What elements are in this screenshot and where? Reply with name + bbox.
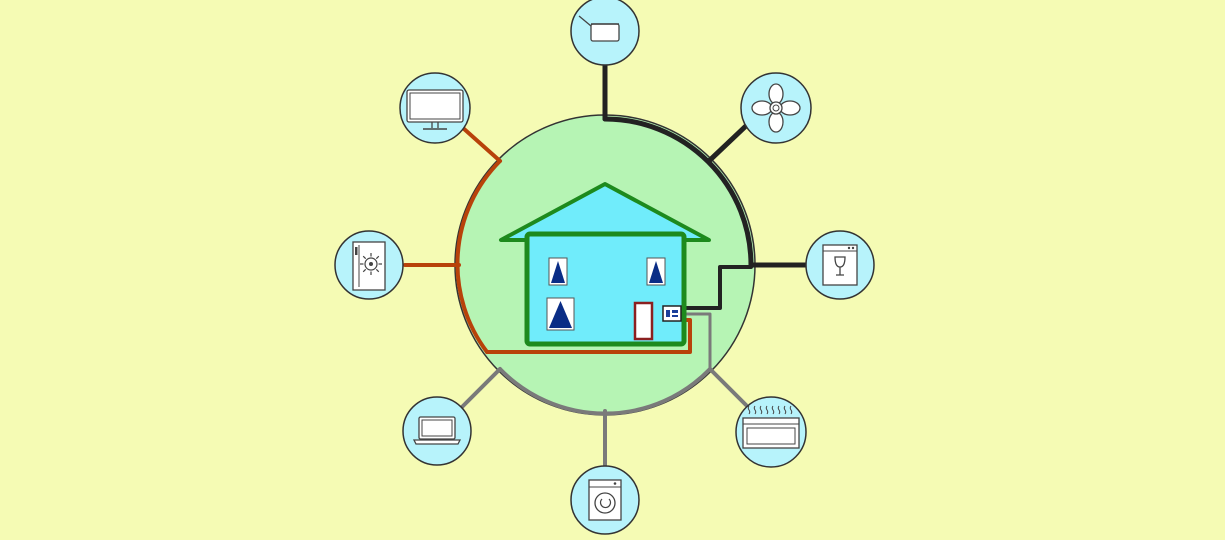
house bbox=[499, 182, 711, 347]
gray-wire-laptop bbox=[460, 367, 502, 409]
electric-meter bbox=[662, 305, 682, 322]
cooking-pot-icon bbox=[578, 15, 620, 42]
device-node-dishwasher bbox=[805, 230, 875, 300]
window-pane-shape bbox=[649, 261, 663, 283]
device-node-cooking-pot bbox=[570, 0, 640, 66]
gray-wire-to-meter bbox=[684, 312, 712, 371]
television-icon bbox=[406, 89, 464, 130]
device-node-oven bbox=[735, 396, 807, 468]
fan-icon bbox=[751, 83, 801, 133]
device-node-laptop bbox=[402, 396, 472, 466]
window-pane-shape bbox=[549, 301, 572, 328]
orange-wire-tv bbox=[461, 126, 502, 163]
devices bbox=[334, 0, 875, 535]
black-wire-arc bbox=[602, 116, 754, 268]
gray-wire-oven bbox=[708, 367, 748, 407]
device-node-ceiling-fan bbox=[740, 72, 812, 144]
device-node-washing-machine bbox=[570, 465, 640, 535]
refrigerator-icon bbox=[352, 241, 386, 291]
black-wire-fan bbox=[707, 121, 751, 163]
orange-wire-arc bbox=[455, 159, 502, 354]
oven-icon bbox=[742, 405, 800, 449]
device-node-refrigerator bbox=[334, 230, 404, 300]
window-pane-shape bbox=[551, 261, 565, 283]
dishwasher-icon bbox=[822, 244, 858, 286]
meter-display bbox=[666, 310, 678, 317]
washing-machine-icon bbox=[588, 479, 622, 521]
house-door bbox=[633, 301, 654, 341]
device-node-television bbox=[399, 72, 471, 144]
black-wire-to-meter bbox=[684, 265, 753, 310]
laptop-icon bbox=[412, 416, 462, 445]
